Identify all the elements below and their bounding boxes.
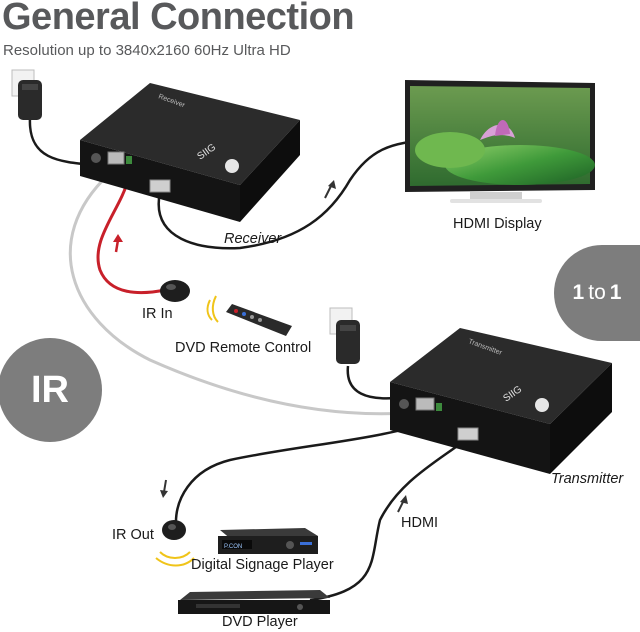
transmitter-power-cable — [346, 365, 397, 400]
ir-out-label: IR Out — [112, 527, 154, 543]
display-arrow-icon — [324, 180, 336, 199]
dvd-remote-label: DVD Remote Control — [175, 340, 312, 356]
badge-one-left: 1 — [572, 281, 585, 304]
cat-cable — [68, 173, 421, 416]
ir-out-cable — [174, 418, 437, 526]
ir-emitter-icon — [155, 520, 195, 567]
hdmi-input-cable — [309, 437, 469, 602]
signage-player-icon: P.CON — [218, 528, 318, 554]
transmitter-box-icon: SIIG Transmitter — [390, 328, 612, 474]
hdmi-display-label: HDMI Display — [453, 216, 542, 232]
ir-in-label: IR In — [142, 306, 173, 322]
receiver-box-icon: SIIG Receiver — [80, 83, 300, 222]
hdmi-input-arrow-icon — [397, 495, 408, 513]
hdmi-display-icon — [405, 80, 595, 203]
receiver-power-adapter-icon — [11, 69, 42, 120]
remote-control-icon — [206, 295, 292, 336]
one-to-one-badge: 1 to 1 — [554, 245, 640, 341]
digital-signage-label: Digital Signage Player — [191, 557, 334, 573]
receiver-label: Receiver — [224, 231, 282, 247]
page-subtitle: Resolution up to 3840x2160 60Hz Ultra HD — [3, 42, 291, 59]
player-display-text: P.CON — [224, 544, 242, 550]
badge-to: to — [588, 281, 606, 304]
hdmi-label: HDMI — [401, 515, 439, 531]
badge-one-right: 1 — [609, 281, 622, 304]
hdmi-output-cable — [157, 138, 433, 250]
ir-receiver-icon — [160, 280, 190, 302]
dvd-player-label: DVD Player — [222, 614, 298, 630]
transmitter-label: Transmitter — [551, 471, 624, 487]
dvd-player-icon — [178, 590, 330, 614]
ir-in-cable — [96, 179, 166, 295]
ir-out-arrow-icon — [160, 479, 168, 498]
page-title: General Connection — [2, 0, 355, 38]
ir-in-arrow-icon — [113, 234, 123, 253]
transmitter-power-adapter-icon — [329, 307, 360, 364]
ir-badge: IR — [0, 338, 102, 442]
